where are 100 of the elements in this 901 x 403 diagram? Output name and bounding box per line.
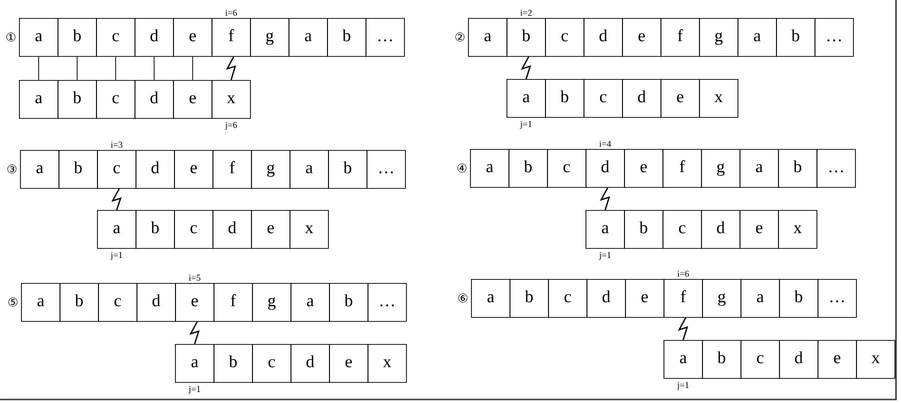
mismatch-zigzag [520, 56, 532, 80]
index-label: j=1 [598, 252, 611, 260]
character-cell: c [584, 79, 623, 118]
character-cell: e [624, 149, 664, 188]
character-cell: x [699, 79, 738, 118]
character-cell: c [252, 344, 292, 383]
character-cell: c [96, 80, 136, 119]
character-cell: b [506, 18, 546, 57]
character-cell: a [506, 79, 546, 118]
match-line [115, 56, 116, 80]
index-label: i=3 [110, 142, 122, 148]
character-cell: e [625, 279, 664, 318]
character-cell: g [699, 18, 738, 57]
character-cell: c [96, 18, 136, 57]
character-cell: f [212, 18, 251, 57]
character-cell: b [328, 150, 368, 189]
character-cell: a [740, 279, 780, 318]
match-line [76, 56, 78, 80]
character-cell: d [134, 18, 174, 57]
character-cell: a [471, 279, 510, 318]
character-cell: g [250, 18, 290, 57]
index-label: i=5 [188, 274, 200, 281]
character-cell: a [175, 344, 214, 383]
match-line [38, 56, 40, 80]
character-cell: a [19, 18, 58, 57]
character-cell: b [545, 79, 584, 118]
character-cell: e [740, 210, 779, 249]
character-cell: e [818, 340, 857, 379]
character-cell: … [368, 283, 407, 322]
index-label: j=6 [224, 122, 237, 130]
character-cell: b [327, 18, 366, 57]
character-cell: x [778, 210, 818, 249]
character-cell: d [586, 149, 625, 188]
character-cell: b [508, 149, 548, 188]
character-cell: c [97, 150, 136, 189]
index-label: i=6 [677, 270, 689, 277]
mismatch-zigzag [226, 56, 236, 80]
index-label: i=6 [225, 10, 237, 16]
character-cell: a [288, 18, 328, 57]
match-line [154, 56, 155, 80]
character-cell: d [134, 80, 174, 119]
character-cell: e [173, 18, 212, 57]
character-cell: d [622, 79, 662, 118]
character-cell: f [212, 150, 252, 189]
character-cell: b [702, 340, 742, 379]
character-cell: d [584, 18, 623, 57]
index-label: j=1 [110, 252, 122, 260]
character-cell: d [701, 210, 740, 249]
character-cell: b [624, 210, 664, 249]
character-cell: a [97, 210, 136, 249]
character-cell: c [740, 340, 780, 379]
character-cell: x [368, 344, 407, 383]
character-cell: f [662, 149, 702, 188]
index-label: i=4 [599, 140, 612, 147]
character-cell: x [856, 340, 896, 379]
character-cell: g [702, 279, 742, 318]
character-cell: b [136, 210, 175, 249]
character-cell: … [366, 150, 406, 189]
character-cell: x [212, 80, 251, 119]
index-label: i=2 [520, 10, 532, 16]
character-cell: a [21, 283, 60, 322]
character-cell: e [251, 210, 290, 249]
character-cell: e [174, 150, 214, 189]
character-cell: x [290, 210, 329, 249]
character-cell: g [252, 283, 292, 322]
mismatch-zigzag [189, 321, 200, 344]
character-cell: a [738, 18, 777, 57]
index-label: j=1 [676, 382, 689, 390]
character-cell: c [98, 283, 138, 322]
character-cell: b [60, 283, 99, 322]
character-cell: a [468, 18, 508, 57]
character-cell: c [662, 210, 702, 249]
character-cell: … [814, 18, 854, 57]
character-cell: d [779, 340, 818, 379]
mismatch-zigzag [111, 188, 122, 210]
character-cell: b [329, 283, 368, 322]
character-cell: f [214, 283, 253, 322]
character-cell: a [586, 210, 625, 249]
character-cell: d [290, 344, 330, 383]
character-cell: … [366, 18, 405, 57]
character-cell: b [776, 18, 816, 57]
character-cell: f [664, 279, 703, 318]
character-cell: d [136, 150, 175, 189]
character-cell: e [173, 80, 212, 119]
character-cell: a [290, 283, 330, 322]
match-line [192, 56, 194, 80]
character-cell: d [136, 283, 176, 322]
character-cell: b [58, 150, 98, 189]
character-cell: a [470, 149, 510, 188]
index-label: j=1 [188, 386, 200, 394]
character-cell: … [816, 149, 856, 188]
character-cell: c [545, 18, 584, 57]
mismatch-zigzag [600, 187, 610, 210]
character-cell: a [20, 150, 60, 189]
character-cell: e [175, 283, 214, 322]
character-cell: c [548, 279, 588, 318]
character-cell: b [58, 18, 97, 57]
character-cell: f [660, 18, 700, 57]
character-cell: g [251, 150, 290, 189]
character-cell: d [212, 210, 252, 249]
